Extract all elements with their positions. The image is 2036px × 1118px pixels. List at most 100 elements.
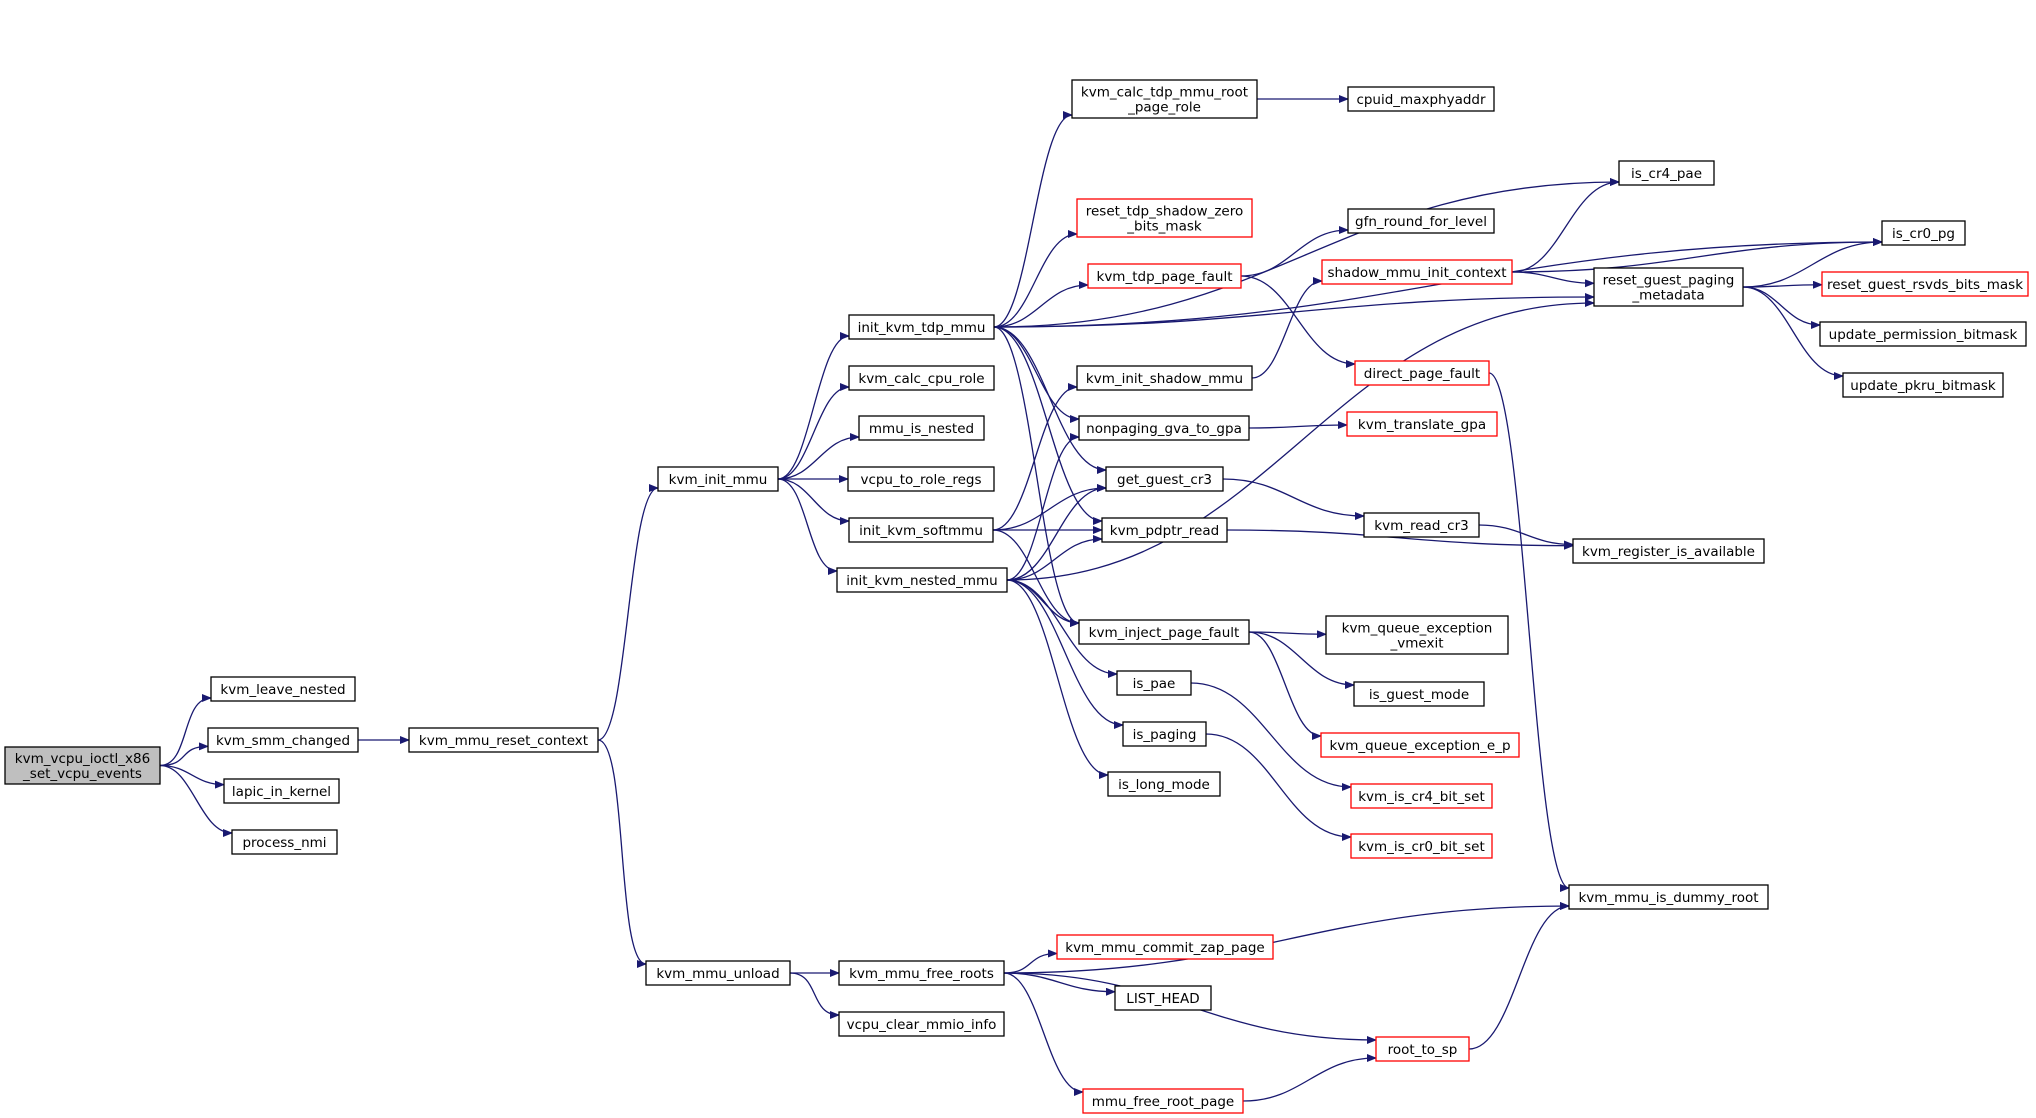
node-inject_pf[interactable]: kvm_inject_page_fault (1078, 619, 1250, 645)
node-queue_e_p[interactable]: kvm_queue_exception_e_p (1320, 732, 1520, 758)
edge-init_tdp_mmu-to-tdp_page_fault (993, 281, 1089, 328)
edge-init_nested_mmu-to-is_long_mode (1006, 579, 1109, 779)
node-label: reset_guest_paging (1603, 273, 1735, 289)
edge-shadow_init_ctx-to-is_cr4_pae (1511, 178, 1620, 273)
node-get_guest_cr3[interactable]: get_guest_cr3 (1105, 466, 1224, 492)
node-label: init_kvm_tdp_mmu (858, 320, 986, 336)
node-smm_changed[interactable]: kvm_smm_changed (207, 727, 359, 753)
node-tdp_page_fault[interactable]: kvm_tdp_page_fault (1087, 263, 1242, 289)
node-label: kvm_mmu_free_roots (849, 966, 994, 982)
node-label: kvm_tdp_page_fault (1097, 269, 1233, 285)
edge-root-to-lapic_in_kernel (159, 764, 225, 789)
edge-init_tdp_mmu-to-calc_tdp_root (993, 111, 1073, 328)
node-label: kvm_translate_gpa (1358, 417, 1486, 433)
node-reg_avail[interactable]: kvm_register_is_available (1572, 538, 1765, 564)
node-label: get_guest_cr3 (1117, 472, 1212, 488)
node-init_shadow_mmu[interactable]: kvm_init_shadow_mmu (1076, 365, 1253, 391)
node-label: kvm_init_shadow_mmu (1086, 371, 1243, 387)
node-label: kvm_calc_cpu_role (858, 371, 984, 387)
node-translate_gpa[interactable]: kvm_translate_gpa (1346, 411, 1498, 437)
edge-init_mmu-to-init_tdp_mmu (777, 332, 850, 480)
node-root_to_sp[interactable]: root_to_sp (1375, 1036, 1470, 1062)
node-dummy_root[interactable]: kvm_mmu_is_dummy_root (1568, 884, 1769, 910)
node-reset_tdp_shadow[interactable]: reset_tdp_shadow_zero_bits_mask (1076, 198, 1253, 238)
node-label: vcpu_clear_mmio_info (847, 1017, 997, 1033)
node-pdptr_read[interactable]: kvm_pdptr_read (1101, 517, 1228, 543)
edge-root-to-smm_changed (159, 742, 209, 767)
node-is_cr0_pg[interactable]: is_cr0_pg (1881, 220, 1966, 246)
node-is_guest_mode[interactable]: is_guest_mode (1353, 681, 1485, 707)
node-cr0_bit_set[interactable]: kvm_is_cr0_bit_set (1350, 833, 1493, 859)
node-rsvds_mask[interactable]: reset_guest_rsvds_bits_mask (1821, 271, 2029, 297)
edge-mmu_reset_context-to-mmu_unload (597, 739, 647, 968)
edge-init_nested_mmu-to-is_pae (1006, 579, 1118, 678)
node-label: kvm_mmu_reset_context (419, 733, 588, 749)
node-is_long_mode[interactable]: is_long_mode (1107, 771, 1221, 797)
node-mmu_reset_context[interactable]: kvm_mmu_reset_context (408, 727, 599, 753)
node-is_paging[interactable]: is_paging (1122, 721, 1207, 747)
node-queue_vmexit[interactable]: kvm_queue_exception_vmexit (1325, 615, 1509, 655)
node-nonpaging_gva[interactable]: nonpaging_gva_to_gpa (1078, 415, 1250, 441)
node-label: _vmexit (1390, 636, 1444, 652)
node-mmu_is_nested[interactable]: mmu_is_nested (858, 415, 985, 441)
node-perm_bitmask[interactable]: update_permission_bitmask (1819, 321, 2027, 347)
node-init_nested_mmu[interactable]: init_kvm_nested_mmu (836, 567, 1008, 593)
edge-mmu_reset_context-to-init_mmu (597, 484, 659, 741)
node-direct_pf[interactable]: direct_page_fault (1354, 360, 1490, 386)
edge-free_roots-to-dummy_root (1003, 902, 1570, 974)
node-clear_mmio[interactable]: vcpu_clear_mmio_info (838, 1011, 1005, 1037)
node-cr4_bit_set[interactable]: kvm_is_cr4_bit_set (1350, 783, 1493, 809)
node-label: is_paging (1133, 727, 1197, 743)
edge-reset_guest_paging-to-perm_bitmask (1742, 286, 1821, 329)
node-label: init_kvm_nested_mmu (846, 573, 997, 589)
node-pkru_bitmask[interactable]: update_pkru_bitmask (1842, 372, 2004, 398)
node-label: is_cr0_pg (1892, 226, 1955, 242)
edge-get_guest_cr3-to-read_cr3 (1222, 478, 1365, 520)
node-shadow_init_ctx[interactable]: shadow_mmu_init_context (1321, 259, 1513, 285)
node-gfn_round[interactable]: gfn_round_for_level (1347, 208, 1495, 234)
edge-init_mmu-to-init_nested_mmu (777, 478, 838, 575)
node-calc_cpu_role[interactable]: kvm_calc_cpu_role (848, 365, 995, 391)
edge-init_nested_mmu-to-is_paging (1006, 579, 1124, 729)
node-reset_guest_paging[interactable]: reset_guest_paging_metadata (1593, 267, 1744, 307)
node-free_root_page[interactable]: mmu_free_root_page (1082, 1088, 1244, 1114)
edge-is_paging-to-cr0_bit_set (1205, 733, 1352, 841)
node-is_pae[interactable]: is_pae (1116, 670, 1192, 696)
node-vcpu_to_role_regs[interactable]: vcpu_to_role_regs (847, 466, 995, 492)
node-label: kvm_mmu_commit_zap_page (1065, 940, 1265, 956)
edge-free_root_page-to-root_to_sp (1242, 1054, 1377, 1102)
node-calc_tdp_root[interactable]: kvm_calc_tdp_mmu_root_page_role (1071, 79, 1258, 119)
node-list_head[interactable]: LIST_HEAD (1114, 985, 1212, 1011)
node-label: _set_vcpu_events (22, 766, 142, 782)
node-label: kvm_init_mmu (669, 472, 768, 488)
node-label: mmu_free_root_page (1092, 1094, 1235, 1110)
node-commit_zap[interactable]: kvm_mmu_commit_zap_page (1056, 934, 1274, 960)
edge-init_softmmu-to-init_shadow_mmu (992, 383, 1078, 531)
node-label: init_kvm_softmmu (859, 523, 983, 539)
node-label: _metadata (1631, 288, 1704, 304)
node-label: kvm_leave_nested (220, 682, 345, 698)
edge-init_tdp_mmu-to-reset_tdp_shadow (993, 230, 1078, 328)
edge-inject_pf-to-is_guest_mode (1248, 631, 1355, 689)
node-read_cr3[interactable]: kvm_read_cr3 (1363, 512, 1480, 538)
node-label: shadow_mmu_init_context (1327, 265, 1506, 281)
node-leave_nested[interactable]: kvm_leave_nested (210, 676, 356, 702)
node-init_softmmu[interactable]: init_kvm_softmmu (848, 517, 994, 543)
node-label: reset_guest_rsvds_bits_mask (1827, 277, 2023, 293)
edge-init_mmu-to-calc_cpu_role (777, 383, 850, 480)
node-free_roots[interactable]: kvm_mmu_free_roots (838, 960, 1005, 986)
node-root[interactable]: kvm_vcpu_ioctl_x86_set_vcpu_events (4, 746, 161, 785)
node-init_mmu[interactable]: kvm_init_mmu (657, 466, 779, 492)
edge-init_softmmu-to-inject_pf (992, 529, 1080, 627)
node-init_tdp_mmu[interactable]: init_kvm_tdp_mmu (848, 314, 995, 340)
node-cpuid_maxphy[interactable]: cpuid_maxphyaddr (1347, 86, 1495, 112)
edge-init_shadow_mmu-to-shadow_init_ctx (1251, 277, 1323, 379)
node-lapic_in_kernel[interactable]: lapic_in_kernel (223, 778, 340, 804)
node-process_nmi[interactable]: process_nmi (231, 829, 338, 855)
node-label: kvm_inject_page_fault (1089, 625, 1240, 641)
node-is_cr4_pae[interactable]: is_cr4_pae (1618, 160, 1715, 186)
node-label: kvm_is_cr0_bit_set (1358, 839, 1485, 855)
node-label: kvm_read_cr3 (1374, 518, 1468, 534)
node-mmu_unload[interactable]: kvm_mmu_unload (645, 960, 791, 986)
node-label: reset_tdp_shadow_zero (1086, 204, 1244, 220)
